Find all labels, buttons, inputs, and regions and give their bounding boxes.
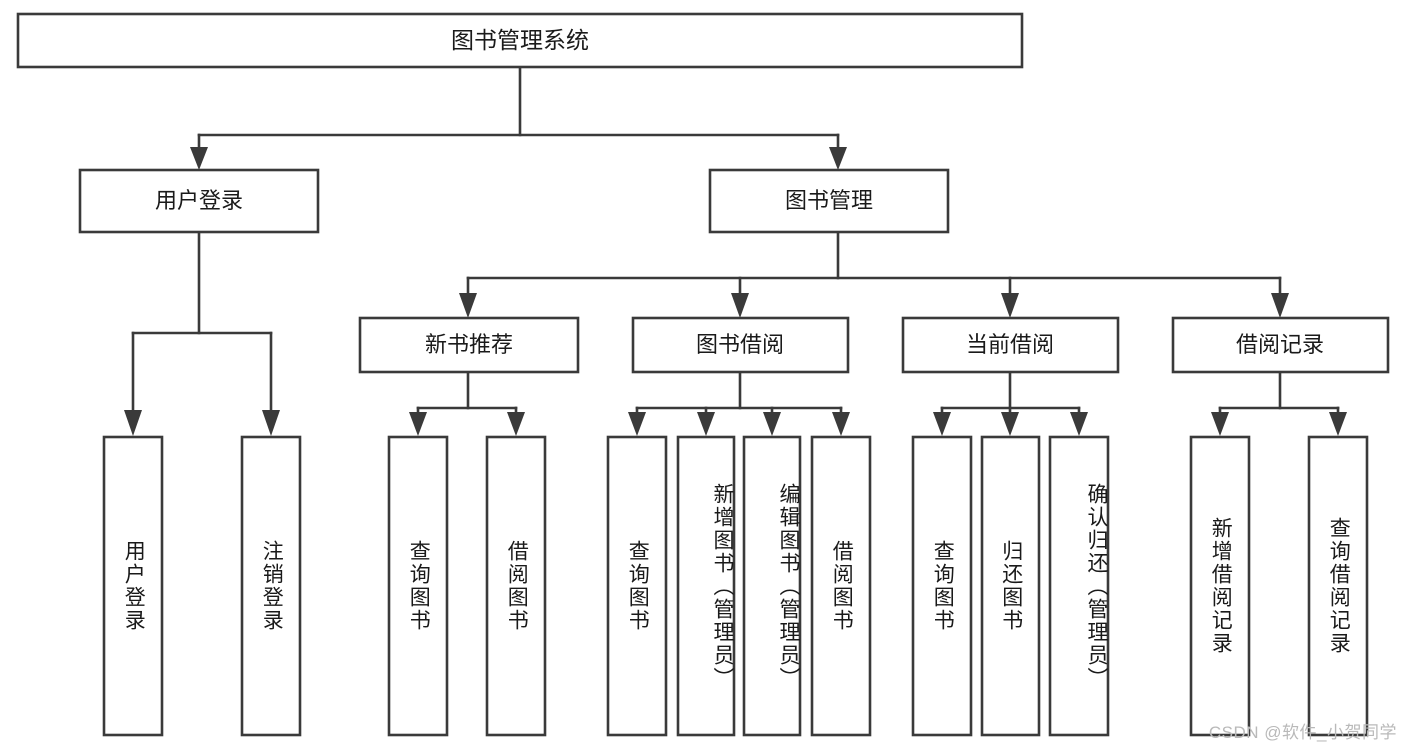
arrow-head-cb-l1 (933, 412, 951, 436)
arrow-head-bb-l3 (763, 412, 781, 436)
node-leaf-user-login-box[interactable] (102, 435, 164, 737)
arrow-head-bb-l2 (697, 412, 715, 436)
connector-borrow-records-to-leaves (1211, 370, 1347, 436)
node-submodule-current-borrow-label: 当前借阅 (966, 332, 1054, 357)
arrow-head-bb-l1 (628, 412, 646, 436)
node-submodule-current-borrow[interactable]: 当前借阅 (901, 316, 1120, 374)
arrow-head-user-login (190, 147, 208, 170)
node-submodule-new-book-recommend-box[interactable] (358, 316, 580, 374)
arrow-head-book-manage (829, 147, 847, 170)
node-submodule-new-book-recommend-label: 新书推荐 (425, 332, 513, 357)
node-module-book-manage[interactable]: 图书管理 (708, 168, 950, 234)
connector-book-manage-to-submodules (459, 230, 1289, 318)
node-leaf-user-logout-box[interactable] (240, 435, 302, 737)
arrow-head-bb-l4 (832, 412, 850, 436)
node-root-box[interactable] (16, 12, 1024, 69)
node-module-book-manage-box[interactable] (708, 168, 950, 234)
node-leaf-cb-query-book-box[interactable] (911, 435, 973, 737)
node-root[interactable]: 图书管理系统 (16, 12, 1024, 69)
node-leaf-nb-query-book-box[interactable] (387, 435, 449, 737)
arrow-head-nb-l2 (507, 412, 525, 436)
node-submodule-book-borrow[interactable]: 图书借阅 (631, 316, 850, 374)
node-leaf-bb-add-book-box[interactable] (676, 435, 736, 737)
arrow-head-cb-l2 (1001, 412, 1019, 436)
node-submodule-borrow-records-box[interactable] (1171, 316, 1390, 374)
arrow-head-ul-leaf1 (124, 410, 142, 436)
connector-current-borrow-to-leaves (933, 370, 1088, 436)
node-submodule-book-borrow-label: 图书借阅 (696, 332, 784, 357)
node-submodule-new-book-recommend[interactable]: 新书推荐 (358, 316, 580, 374)
node-module-book-manage-label: 图书管理 (785, 188, 873, 213)
arrow-head-cb-l3 (1070, 412, 1088, 436)
arrow-head-ul-leaf2 (262, 410, 280, 436)
node-submodule-borrow-records[interactable]: 借阅记录 (1171, 316, 1390, 374)
arrow-head-borrow-records (1271, 293, 1289, 318)
node-submodule-borrow-records-label: 借阅记录 (1236, 332, 1324, 357)
node-leaf-nb-borrow-book-box[interactable] (485, 435, 547, 737)
arrow-head-nb-l1 (409, 412, 427, 436)
node-submodule-current-borrow-box[interactable] (901, 316, 1120, 374)
csdn-watermark: CSDN @软件_小贺同学 (1208, 723, 1397, 742)
node-leaf-bb-edit-book-box[interactable] (742, 435, 802, 737)
arrow-head-br-l2 (1329, 412, 1347, 436)
node-leaf-cb-return-book-box[interactable] (980, 435, 1041, 737)
connector-book-borrow-to-leaves (628, 370, 850, 436)
node-submodule-book-borrow-box[interactable] (631, 316, 850, 374)
node-leaf-bb-borrow-book-box[interactable] (810, 435, 872, 737)
node-root-label: 图书管理系统 (451, 27, 589, 53)
node-leaf-br-query-record-box[interactable] (1307, 435, 1369, 737)
connector-new-book-to-leaves (409, 370, 525, 436)
arrow-head-new-book (459, 293, 477, 318)
connector-user-login-to-leaves (124, 230, 280, 436)
node-leaf-cb-confirm-return-box[interactable] (1048, 435, 1110, 737)
connector-root-to-modules (190, 65, 847, 170)
node-module-user-login[interactable]: 用户登录 (78, 168, 320, 234)
node-leaf-br-add-record-box[interactable] (1189, 435, 1251, 737)
node-module-user-login-label: 用户登录 (155, 188, 243, 213)
arrow-head-current-borrow (1001, 293, 1019, 318)
node-leaf-bb-query-book-box[interactable] (606, 435, 668, 737)
arrow-head-br-l1 (1211, 412, 1229, 436)
node-module-user-login-box[interactable] (78, 168, 320, 234)
arrow-head-book-borrow (731, 293, 749, 318)
